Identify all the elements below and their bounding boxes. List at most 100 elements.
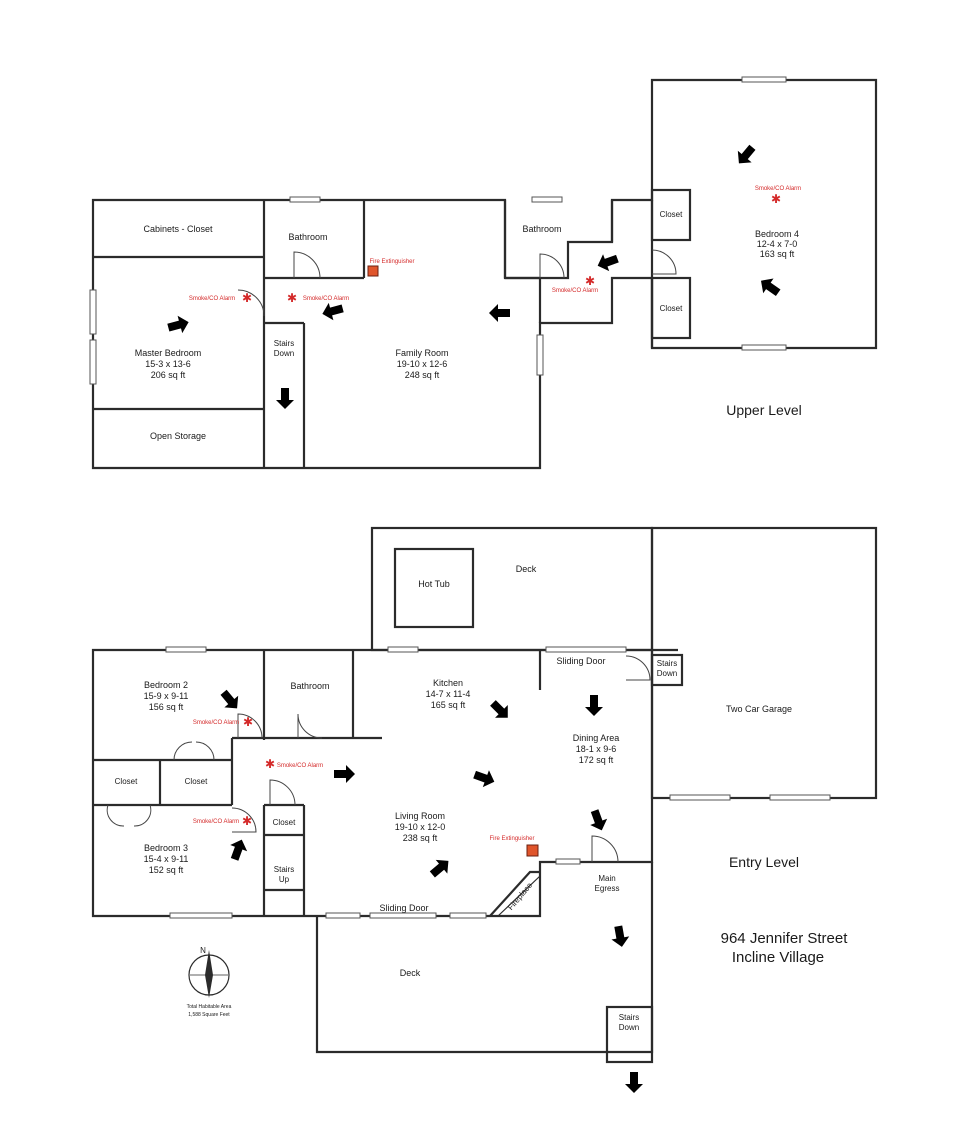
- evacuation-arrow-icon: [490, 700, 508, 718]
- window: [555, 858, 581, 865]
- fireplace-inner: [497, 875, 541, 917]
- main-egress-line1: Main: [598, 874, 615, 883]
- room-two-car-garage: Two Car Garage: [726, 704, 792, 714]
- evacuation-arrow-icon: [760, 278, 781, 297]
- smoke-alarm-bedroom3-label: Smoke/CO Alarm: [193, 819, 239, 825]
- entry-level: Deck Hot Tub Bedroom 2 15-9 x 9-11 156 s…: [91, 526, 878, 1064]
- evacuation-arrow-icon: [611, 925, 630, 947]
- evacuation-arrow-icon: [220, 689, 239, 709]
- door-swing: [625, 655, 651, 681]
- stairs-down-line2: Down: [274, 349, 294, 358]
- room-family-room-name: Family Room: [395, 348, 448, 358]
- door-swing: [539, 253, 565, 279]
- room-bedroom4-area: 163 sq ft: [760, 249, 795, 259]
- room-bathroom-left: Bathroom: [288, 232, 327, 242]
- stairs-down-line1: Stairs: [274, 339, 294, 348]
- room-bedroom2-name: Bedroom 2: [144, 680, 188, 690]
- room-family-room-area: 248 sq ft: [405, 370, 440, 380]
- entry-level-label: Entry Level: [729, 854, 799, 870]
- smoke-alarm-hall-label: Smoke/CO Alarm: [303, 296, 349, 302]
- window: [169, 912, 233, 919]
- evacuation-arrow-icon: [585, 695, 603, 716]
- room-master-bedroom-area: 206 sq ft: [151, 370, 186, 380]
- evacuation-arrow-icon: [334, 765, 355, 783]
- room-kitchen-dims: 14-7 x 11-4: [426, 689, 471, 699]
- room-bedroom4-dims: 12-4 x 7-0: [757, 239, 798, 249]
- evacuation-arrow-icon: [473, 770, 495, 788]
- room-dining-area-area: 172 sq ft: [579, 755, 614, 765]
- door-swing: [237, 289, 265, 317]
- compass-north-label: N: [200, 946, 206, 955]
- room-living-room-name: Living Room: [395, 811, 445, 821]
- deck-bottom-outline: [315, 862, 654, 1054]
- room-living-room-area: 238 sq ft: [403, 833, 438, 843]
- room-bedroom2-area: 156 sq ft: [149, 702, 184, 712]
- window: [89, 289, 97, 335]
- smoke-alarm-master-label: Smoke/CO Alarm: [189, 296, 235, 302]
- room-living-room-dims: 19-10 x 12-0: [395, 822, 446, 832]
- address-line2: Incline Village: [732, 949, 824, 966]
- smoke-alarm-icon: ✱: [242, 291, 252, 305]
- label-sliding-door-top: Sliding Door: [556, 656, 605, 666]
- door-swing: [591, 835, 619, 863]
- fire-extinguisher-icon: [526, 844, 539, 857]
- door-swing: [297, 713, 323, 739]
- room-closet-stair: Closet: [273, 818, 296, 827]
- room-master-bedroom-dims: 15-3 x 13-6: [145, 359, 191, 369]
- total-area-line2: 1,588 Square Feet: [188, 1012, 230, 1018]
- stairs-down-deck-box: [605, 1005, 654, 1064]
- evacuation-arrow-icon: [625, 1072, 643, 1093]
- deck-top-outline: [370, 526, 654, 652]
- door-swing: [651, 249, 677, 275]
- window: [769, 794, 831, 801]
- stairs-down-deck-line2: Down: [619, 1023, 639, 1032]
- upper-level-label: Upper Level: [726, 402, 802, 418]
- evacuation-arrow-icon: [322, 302, 344, 321]
- room-bedroom3-name: Bedroom 3: [144, 843, 188, 853]
- smoke-alarm-bedroom2-label: Smoke/CO Alarm: [193, 720, 239, 726]
- evacuation-arrow-icon: [590, 809, 608, 831]
- room-kitchen-area: 165 sq ft: [431, 700, 466, 710]
- smoke-alarm-bedroom4-label: Smoke/CO Alarm: [755, 186, 801, 192]
- garage-outline: [650, 526, 878, 800]
- hot-tub-box: [393, 547, 475, 629]
- smoke-alarm-living-label: Smoke/CO Alarm: [277, 763, 323, 769]
- fire-extinguisher-label: Fire Extinguisher: [369, 259, 414, 265]
- evacuation-arrow-icon: [276, 388, 294, 409]
- upper-level: Cabinets - Closet Master Bedroom 15-3 x …: [89, 76, 878, 470]
- smoke-alarm-icon: ✱: [771, 192, 781, 206]
- evacuation-arrow-icon: [737, 144, 756, 164]
- compass-icon: N: [188, 946, 230, 998]
- room-deck-bottom: Deck: [400, 968, 421, 978]
- stairs-up-line1: Stairs: [274, 865, 294, 874]
- door-swing: [237, 713, 263, 739]
- room-closet-left: Closet: [115, 777, 138, 786]
- stairs-down-deck-line1: Stairs: [619, 1013, 639, 1022]
- room-bathroom: Bathroom: [290, 681, 329, 691]
- window: [387, 646, 419, 653]
- room-dining-area-name: Dining Area: [573, 733, 620, 743]
- window: [669, 794, 731, 801]
- window: [741, 76, 787, 83]
- room-hot-tub: Hot Tub: [418, 579, 450, 589]
- room-bedroom3-dims: 15-4 x 9-11: [144, 854, 189, 864]
- room-bedroom3-area: 152 sq ft: [149, 865, 184, 875]
- door-swing: [173, 741, 215, 761]
- window: [545, 646, 627, 653]
- room-master-bedroom-name: Master Bedroom: [135, 348, 202, 358]
- window: [165, 646, 207, 653]
- label-fireplace: Fireplace: [506, 880, 534, 911]
- fire-extinguisher-icon: [367, 265, 379, 277]
- evacuation-arrow-icon: [167, 315, 189, 334]
- room-bedroom2-dims: 15-9 x 9-11: [144, 691, 189, 701]
- room-cabinets-closet: Cabinets - Closet: [143, 224, 213, 234]
- fireplace-wall: [489, 870, 540, 917]
- address-line1: 964 Jennifer Street: [721, 930, 849, 947]
- smoke-alarm-icon: ✱: [287, 291, 297, 305]
- smoke-alarm-icon: ✱: [242, 814, 252, 828]
- room-closet-bottom: Closet: [660, 304, 683, 313]
- main-egress-line2: Egress: [595, 884, 620, 893]
- door-swing: [231, 807, 257, 833]
- smoke-alarm-icon: ✱: [243, 715, 253, 729]
- door-swing: [106, 804, 152, 827]
